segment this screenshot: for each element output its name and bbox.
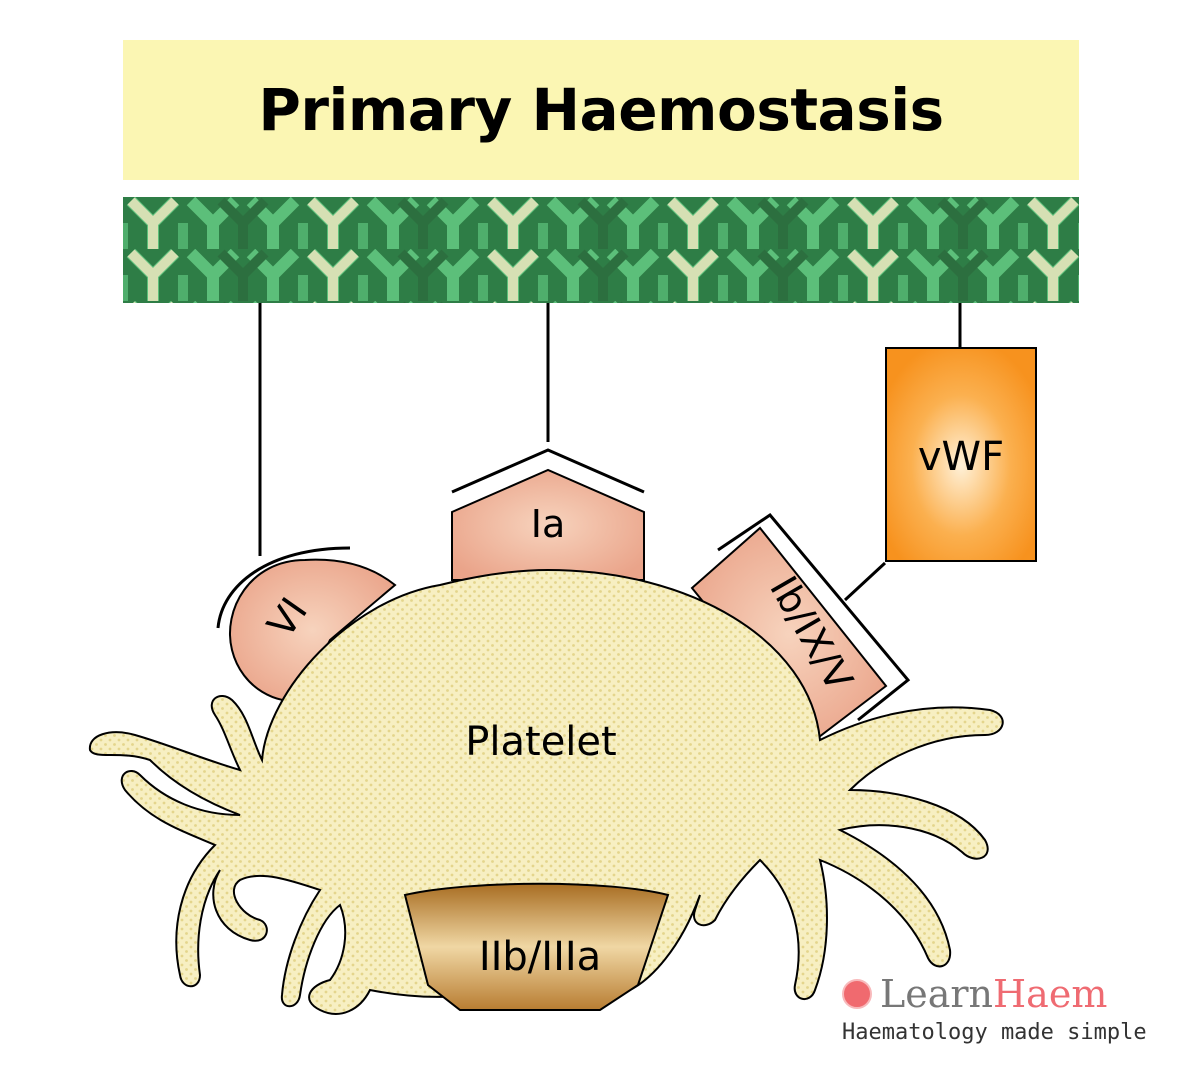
collagen-band [123, 197, 1079, 303]
diagram-title: Primary Haemostasis [258, 76, 944, 144]
brand-name-part2: Haem [993, 972, 1108, 1016]
title-banner: Primary Haemostasis [123, 40, 1079, 180]
brand-name-part1: Learn [880, 972, 994, 1016]
platelet-label: Platelet [465, 719, 616, 765]
learnhaem-logo: LearnHaem Haematology made simple [842, 972, 1172, 1045]
vwf-label: vWF [918, 434, 1004, 480]
iib-iiia-label: IIb/IIIa [479, 934, 601, 980]
platelet-body: Platelet [88, 568, 1004, 1015]
vwf-box [885, 347, 1037, 562]
receptor-iib-iiia: IIb/IIIa [403, 882, 670, 1011]
brand-tagline: Haematology made simple [842, 1020, 1147, 1045]
receptor-vi: VI [216, 546, 397, 702]
brand-dot-icon [842, 979, 872, 1009]
vwf-to-ib-line [843, 561, 887, 602]
receptor-ia: Ia [451, 448, 645, 581]
ia-label: Ia [531, 502, 566, 546]
brand-name: LearnHaem [880, 972, 1107, 1016]
